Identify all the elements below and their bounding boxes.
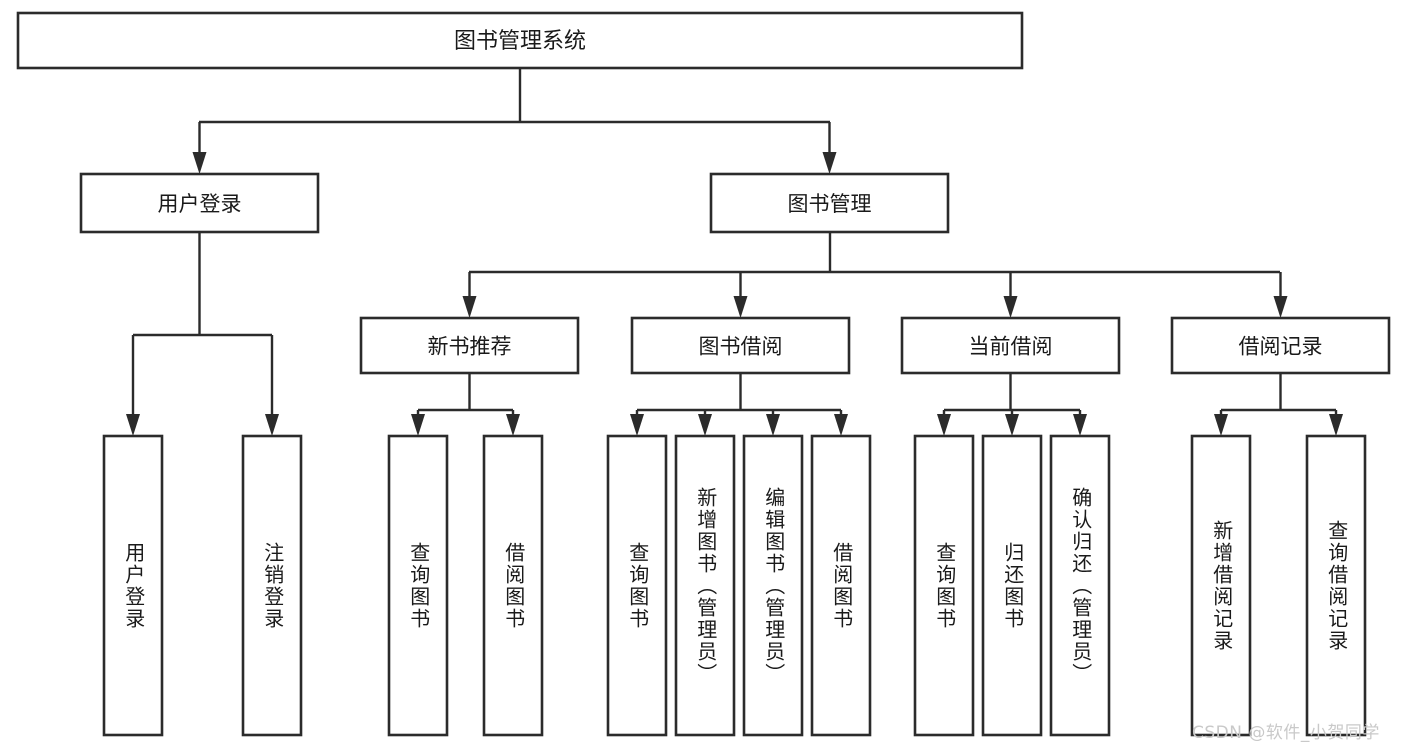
node-box-leaf-logout[interactable] bbox=[241, 434, 303, 737]
node-box-leaf-user-login[interactable] bbox=[102, 434, 164, 737]
level3-arrow-book-borrow bbox=[733, 296, 748, 318]
node-box-leaf-query-book-3[interactable] bbox=[913, 434, 975, 737]
node-box-leaf-return-book[interactable] bbox=[981, 434, 1043, 737]
connector-layer bbox=[126, 68, 1343, 436]
node-box-new-book-recommend[interactable] bbox=[359, 316, 580, 375]
node-box-root[interactable] bbox=[16, 11, 1024, 70]
node-box-borrow-record[interactable] bbox=[1170, 316, 1391, 375]
node-box-leaf-query-book-2[interactable] bbox=[606, 434, 668, 737]
leaf-arrow-leaf-query-record bbox=[1329, 414, 1343, 436]
node-box-leaf-edit-book[interactable] bbox=[742, 434, 804, 737]
node-box-book-manage[interactable] bbox=[709, 172, 950, 234]
level2-arrow-user-login bbox=[192, 152, 207, 174]
node-box-leaf-add-record[interactable] bbox=[1190, 434, 1252, 737]
level3-arrow-current-borrow bbox=[1003, 296, 1018, 318]
leaf-arrow-leaf-logout bbox=[265, 414, 279, 436]
node-label-root: 图书管理系统 bbox=[454, 29, 586, 54]
level3-arrow-new-book-recommend bbox=[462, 296, 477, 318]
leaf-arrow-leaf-user-login bbox=[126, 414, 140, 436]
leaf-arrow-leaf-query-book-3 bbox=[937, 414, 951, 436]
node-label-book-manage: 图书管理 bbox=[788, 192, 872, 216]
node-box-layer bbox=[16, 11, 1391, 737]
node-box-user-login[interactable] bbox=[79, 172, 320, 234]
node-label-new-book-recommend: 新书推荐 bbox=[428, 335, 512, 359]
leaf-arrow-leaf-return-book bbox=[1005, 414, 1019, 436]
node-box-leaf-add-book[interactable] bbox=[674, 434, 736, 737]
node-box-leaf-borrow-book-2[interactable] bbox=[810, 434, 872, 737]
leaf-arrow-leaf-query-book-1 bbox=[411, 414, 425, 436]
node-box-leaf-borrow-book-1[interactable] bbox=[482, 434, 544, 737]
csdn-watermark: CSDN @软件_小贺同学 bbox=[1192, 723, 1380, 743]
level2-arrow-book-manage bbox=[822, 152, 837, 174]
node-box-leaf-confirm-return[interactable] bbox=[1049, 434, 1111, 737]
node-box-book-borrow[interactable] bbox=[630, 316, 851, 375]
leaf-arrow-leaf-add-record bbox=[1214, 414, 1228, 436]
node-label-borrow-record: 借阅记录 bbox=[1239, 335, 1323, 359]
node-label-book-borrow: 图书借阅 bbox=[699, 335, 783, 359]
level3-arrow-borrow-record bbox=[1273, 296, 1288, 318]
leaf-arrow-leaf-confirm-return bbox=[1073, 414, 1087, 436]
node-label-current-borrow: 当前借阅 bbox=[969, 335, 1053, 359]
node-box-leaf-query-record[interactable] bbox=[1305, 434, 1367, 737]
node-label-user-login: 用户登录 bbox=[158, 192, 242, 216]
leaf-arrow-leaf-edit-book bbox=[766, 414, 780, 436]
node-box-leaf-query-book-1[interactable] bbox=[387, 434, 449, 737]
leaf-arrow-leaf-borrow-book-2 bbox=[834, 414, 848, 436]
leaf-arrow-leaf-add-book bbox=[698, 414, 712, 436]
node-box-current-borrow[interactable] bbox=[900, 316, 1121, 375]
leaf-arrow-leaf-borrow-book-1 bbox=[506, 414, 520, 436]
leaf-arrow-leaf-query-book-2 bbox=[630, 414, 644, 436]
